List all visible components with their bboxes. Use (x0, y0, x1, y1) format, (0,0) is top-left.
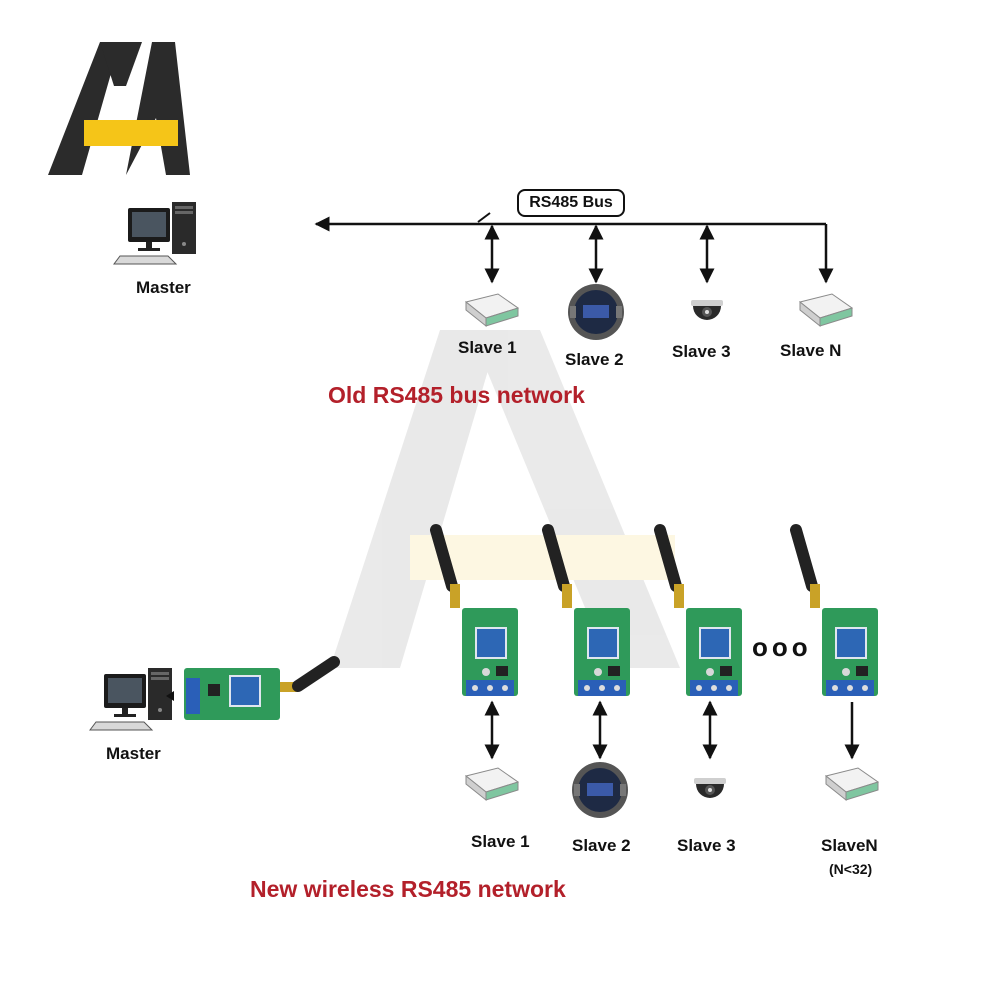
slave3-wireless-module (660, 530, 742, 696)
old-master-computer (113, 201, 197, 265)
old-slave1-device (465, 293, 519, 327)
new-master-computer (89, 667, 173, 731)
slaven-limit-note: (N<32) (829, 861, 873, 877)
old-slave3-label: Slave 3 (672, 342, 731, 361)
new-slave2-label: Slave 2 (572, 836, 631, 855)
old-network-title: Old RS485 bus network (328, 382, 585, 408)
bus-tag-pointer (477, 212, 491, 223)
new-slave1-label: Slave 1 (471, 832, 530, 851)
new-slave1-device (465, 767, 519, 801)
brand-logo (48, 42, 190, 175)
old-slave1-label: Slave 1 (458, 338, 517, 357)
rs485-bus-label: RS485 Bus (517, 189, 625, 217)
old-master-label: Master (136, 278, 191, 297)
old-slave2-meter (568, 284, 624, 340)
old-slaven-device (799, 293, 853, 327)
old-network (113, 201, 853, 340)
watermark-logo (330, 330, 680, 668)
new-slave2-meter (572, 762, 628, 818)
new-network (89, 530, 879, 818)
old-slave3-camera (691, 300, 723, 320)
new-network-title: New wireless RS485 network (250, 876, 566, 902)
new-slaven-device (825, 767, 879, 801)
master-link-arrow (166, 691, 174, 701)
new-slave3-label: Slave 3 (677, 836, 736, 855)
new-master-label: Master (106, 744, 161, 763)
ellipsis-more-slaves: ooo (752, 632, 812, 662)
new-slaven-label: SlaveN (821, 836, 878, 855)
master-wireless-module (184, 656, 340, 720)
old-slaven-label: Slave N (780, 341, 842, 360)
new-slave3-camera (694, 778, 726, 798)
slaven-wireless-module (796, 530, 878, 696)
old-slave2-label: Slave 2 (565, 350, 624, 369)
